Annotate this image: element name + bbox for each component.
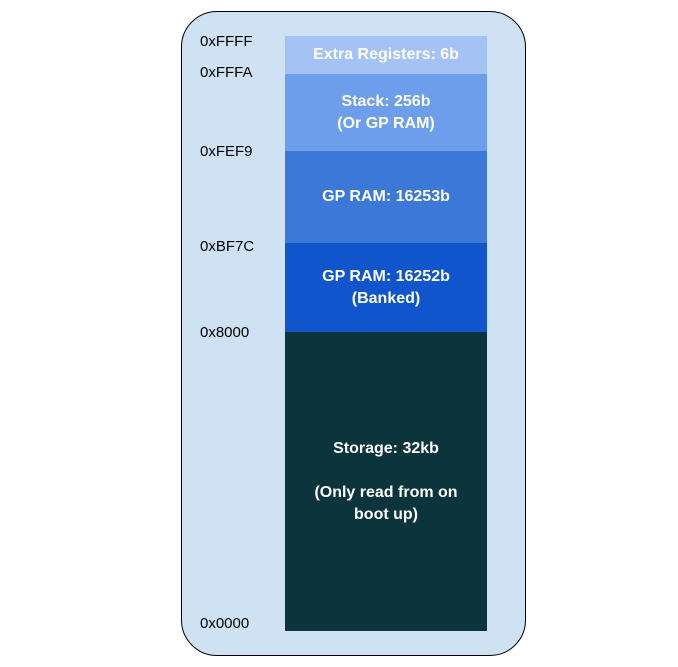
region-stack-label: Stack: 256b — [341, 92, 431, 110]
region-stack-note: (Or GP RAM) — [337, 114, 435, 132]
region-gp-ram-banked: GP RAM: 16252b (Banked) — [285, 243, 487, 332]
region-extra-registers: Extra Registers: 6b — [285, 36, 487, 74]
address-label-fffa: 0xFFFA — [200, 64, 253, 81]
address-label-0000: 0x0000 — [200, 615, 250, 632]
region-gp-ram-label: GP RAM: 16253b — [322, 188, 450, 205]
region-gp-ram-banked-label: GP RAM: 16252b — [322, 267, 450, 285]
address-label-8000: 0x8000 — [200, 324, 250, 341]
address-label-bf7c: 0xBF7C — [200, 238, 255, 255]
region-extra-registers-label: Extra Registers: 6b — [313, 46, 459, 63]
region-storage: Storage: 32kb (Only read from on boot up… — [285, 332, 487, 631]
region-storage-note: (Only read from on boot up) — [314, 483, 458, 523]
address-label-fef9: 0xFEF9 — [200, 143, 253, 160]
region-gp-ram: GP RAM: 16253b — [285, 151, 487, 243]
region-gp-ram-banked-note: (Banked) — [351, 289, 421, 307]
address-label-ffff: 0xFFFF — [200, 33, 253, 50]
region-storage-label: Storage: 32kb — [333, 439, 439, 457]
region-stack: Stack: 256b (Or GP RAM) — [285, 74, 487, 151]
